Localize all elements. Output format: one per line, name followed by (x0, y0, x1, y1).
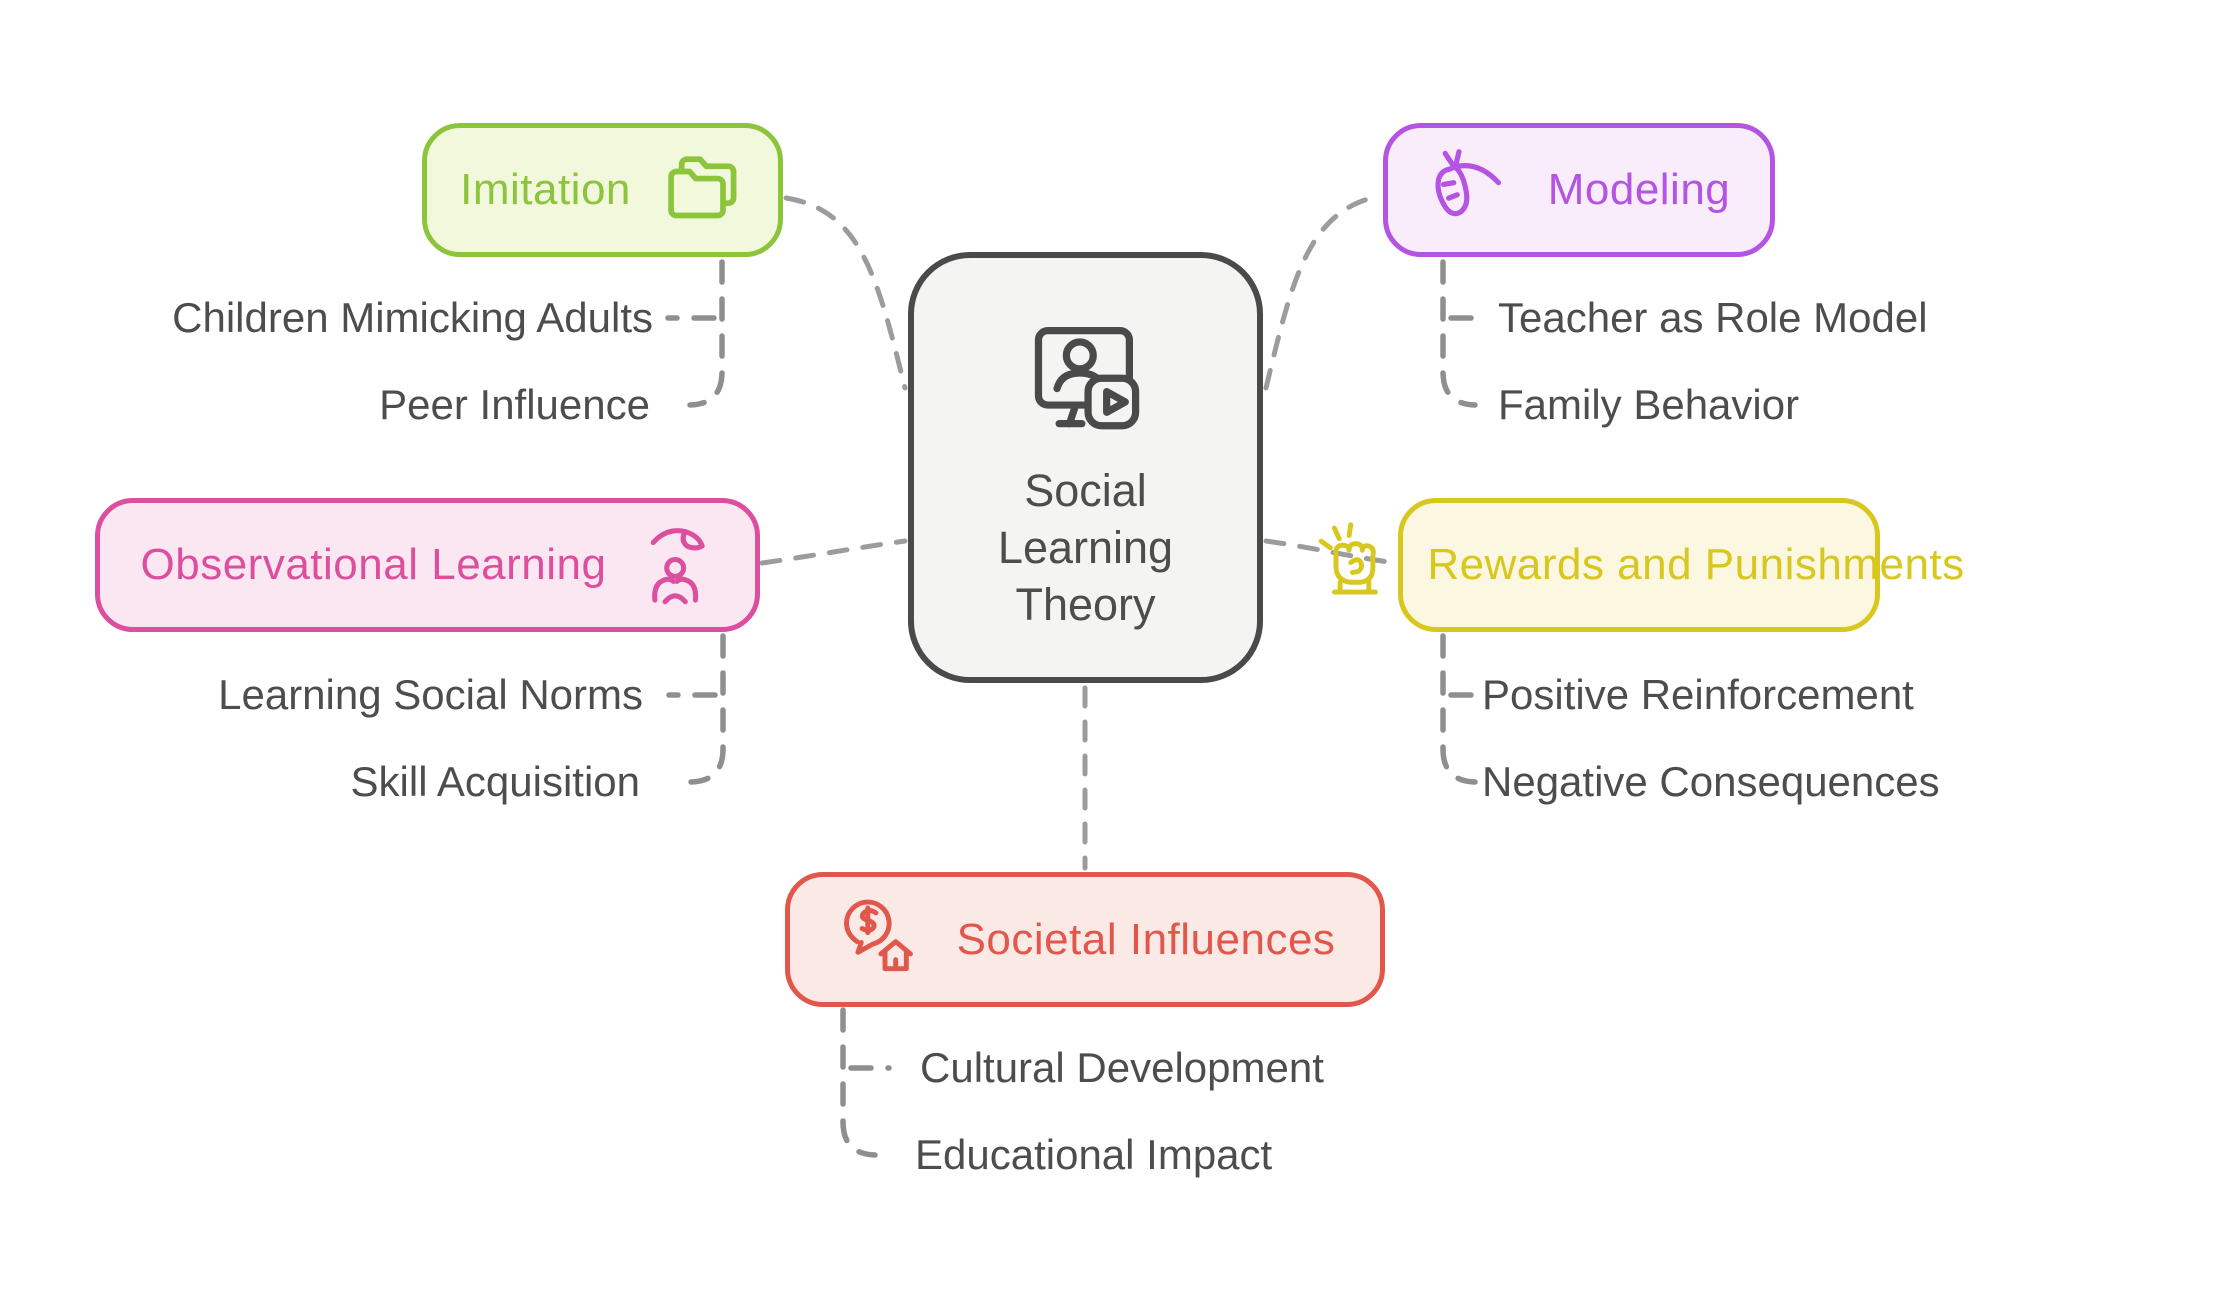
branch-node-imitation[interactable]: Imitation (422, 123, 783, 257)
dropline-observational (688, 633, 726, 785)
center-node-social-learning-theory[interactable]: Social Learning Theory (908, 252, 1263, 683)
branch-node-societal-influences[interactable]: Societal Influences (785, 872, 1385, 1007)
hand-over-person-icon (638, 519, 714, 611)
sub-node-positive-reinforcement[interactable]: Positive Reinforcement (1482, 671, 1914, 718)
connector-center-imitation (783, 195, 908, 391)
screen-person-video-icon (1024, 310, 1148, 434)
branch-label: Observational Learning (140, 540, 607, 589)
branch-node-observational-learning[interactable]: Observational Learning (95, 498, 760, 632)
fist-rays-icon (1313, 518, 1391, 612)
carrot-icon (1428, 144, 1514, 236)
dropline-modeling (1440, 259, 1478, 408)
sub-node-peer-influence[interactable]: Peer Influence (379, 381, 650, 428)
sub-node-skill-acquisition[interactable]: Skill Acquisition (350, 758, 640, 805)
sub-node-teacher-as-role-model[interactable]: Teacher as Role Model (1498, 294, 1928, 341)
branch-label: Societal Influences (956, 914, 1336, 964)
sub-node-family-behavior[interactable]: Family Behavior (1498, 381, 1800, 428)
connector-center-observational (759, 538, 908, 566)
sub-node-children-mimicking-adults[interactable]: Children Mimicking Adults (172, 294, 653, 341)
branch-node-rewards-and-punishments[interactable]: Rewards and Punishments (1319, 498, 1964, 632)
sub-node-learning-social-norms[interactable]: Learning Social Norms (218, 671, 643, 718)
branch-node-modeling[interactable]: Modeling (1383, 123, 1775, 257)
folders-icon (657, 150, 745, 230)
dropline-rewards (1440, 633, 1478, 785)
sub-node-negative-consequences[interactable]: Negative Consequences (1482, 758, 1940, 805)
branch-label: Modeling (1547, 165, 1731, 214)
center-node-title: Social Learning Theory (997, 465, 1174, 630)
dropline-societal (840, 1007, 878, 1158)
branch-label: Imitation (460, 165, 631, 214)
sub-node-educational-impact[interactable]: Educational Impact (915, 1131, 1273, 1178)
branch-label: Rewards and Punishments (1427, 540, 1965, 589)
sub-node-cultural-development[interactable]: Cultural Development (920, 1044, 1324, 1091)
connector-center-modeling (1263, 193, 1383, 391)
dropline-imitation (687, 259, 725, 408)
dollar-bubble-house-icon (835, 893, 917, 987)
